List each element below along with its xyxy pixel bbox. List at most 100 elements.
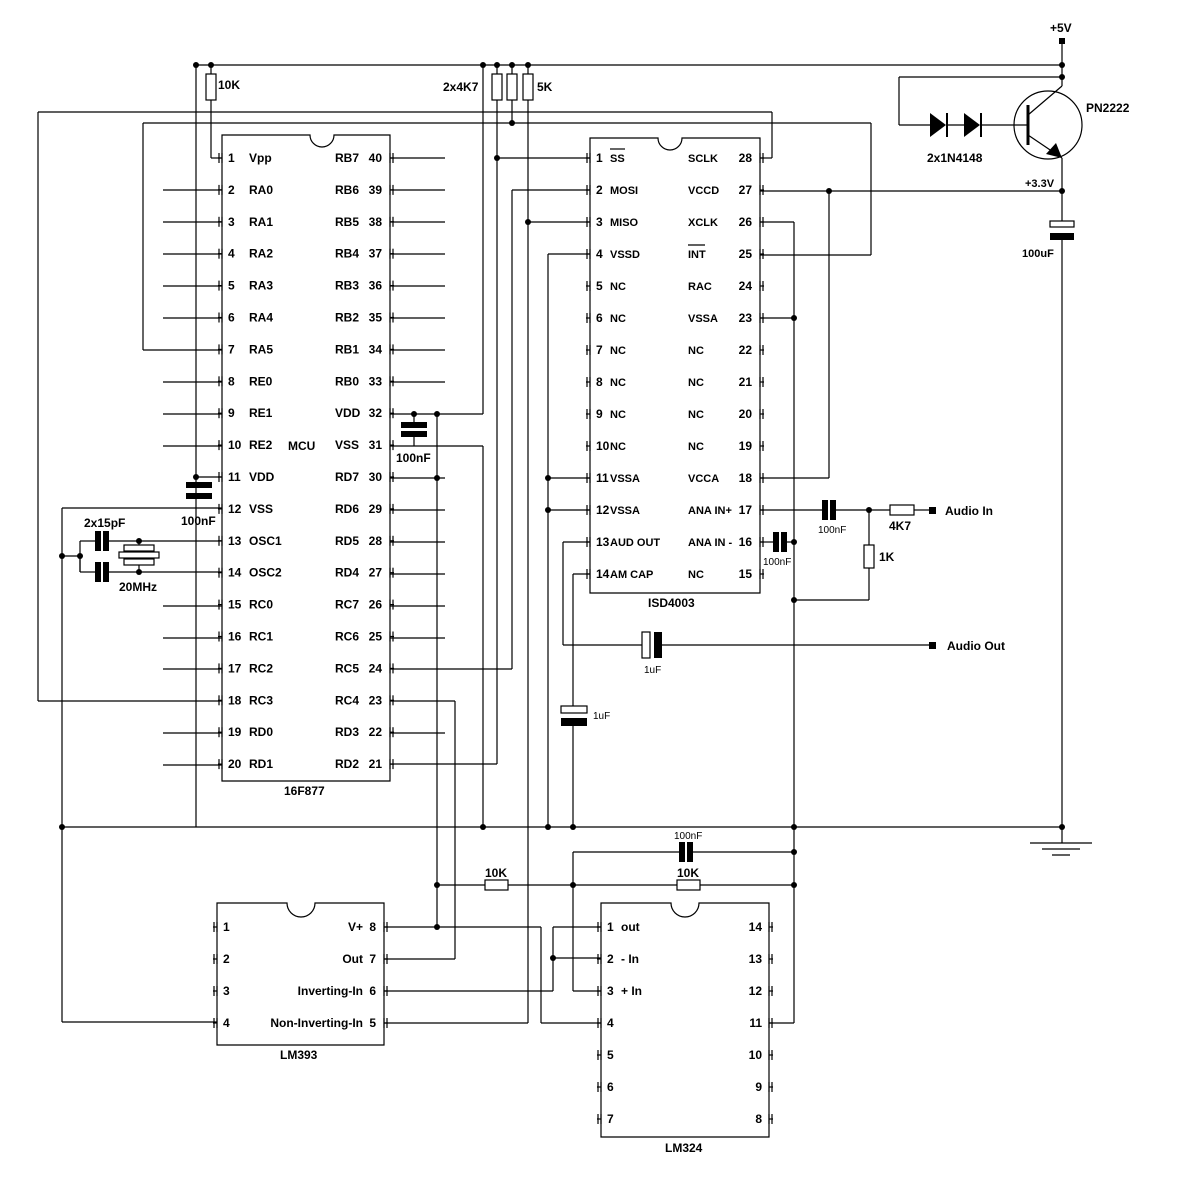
mcu-pin-2-name: RA0 xyxy=(249,183,273,197)
mcu-pin-23-number: 23 xyxy=(369,693,383,707)
mcu-pin-21-number: 21 xyxy=(369,757,383,771)
junction-dot xyxy=(193,474,199,480)
junction-dot xyxy=(193,62,199,68)
isd-pin-16-name: ANA IN - xyxy=(688,537,733,549)
mcu-pin-4-name: RA2 xyxy=(249,247,273,261)
capacitor-ana-in-plus: 100nF xyxy=(818,500,846,536)
lm393-pin-5-name: Non-Inverting-In xyxy=(270,1016,363,1030)
bulk-capacitor-label: 100uF xyxy=(1022,248,1054,260)
mcu-pin-11-number: 11 xyxy=(228,470,241,484)
mcu-pin-36-number: 36 xyxy=(369,279,383,293)
junctions xyxy=(59,62,1065,961)
mcu-pin-28-number: 28 xyxy=(369,534,383,548)
lm393-pin-8-number: 8 xyxy=(369,920,376,934)
mcu-pin-26-number: 26 xyxy=(369,598,383,612)
mcu-pin-7-name: RA5 xyxy=(249,342,273,356)
junction-dot xyxy=(791,824,797,830)
junction-dot xyxy=(509,120,515,126)
lm393-pin-2-number: 2 xyxy=(223,952,230,966)
mcu-pin-13-name: OSC1 xyxy=(249,534,282,548)
junction-dot xyxy=(791,539,797,545)
mcu-pin-17-number: 17 xyxy=(228,661,242,675)
isd-pin-12-name: VSSA xyxy=(610,505,640,517)
isd-pin-14-number: 14 xyxy=(596,567,610,581)
isd-pin-11-name: VSSA xyxy=(610,473,640,485)
junction-dot xyxy=(136,538,142,544)
isd-pin-15-number: 15 xyxy=(739,567,753,581)
mcu-pin-32-number: 32 xyxy=(369,406,383,420)
isd-pin-22-name: NC xyxy=(688,345,704,357)
isd-pin-27-number: 27 xyxy=(739,183,753,197)
junction-dot xyxy=(525,219,531,225)
capacitor-mcu-vdd2: 100nF xyxy=(396,422,431,465)
capacitor-am-cap: 1uF xyxy=(560,705,610,726)
isd-pin-27-name: VCCD xyxy=(688,185,719,197)
isd-pin-13-name: AUD OUT xyxy=(610,537,660,549)
resistor-10k-vpp-label: 10K xyxy=(218,78,240,92)
isd-pin-20-name: NC xyxy=(688,409,704,421)
resistor-1k: 1K xyxy=(863,544,895,569)
mcu-pin-1-number: 1 xyxy=(228,151,235,165)
junction-dot xyxy=(1059,188,1065,194)
resistor-10k-vpp: 10K xyxy=(205,73,240,101)
lm324-pin-3-number: 3 xyxy=(607,984,614,998)
isd-pin-23-name: VSSA xyxy=(688,313,718,325)
junction-dot xyxy=(494,62,500,68)
mcu-pin-2-number: 2 xyxy=(228,183,235,197)
mcu-pin-12-name: VSS xyxy=(249,502,273,516)
mcu-pin-32-name: VDD xyxy=(335,406,361,420)
resistor-10k-b-label: 10K xyxy=(677,866,699,880)
lm324-pin-10-number: 10 xyxy=(749,1048,763,1062)
isd-pin-9-number: 9 xyxy=(596,407,603,421)
isd-pin-5-name: NC xyxy=(610,281,626,293)
diodes-2x1n4148: 2x1N4148 xyxy=(927,113,983,165)
capacitor-opamp: 100nF xyxy=(674,831,702,862)
resistor-audio-in-label: 4K7 xyxy=(889,519,911,533)
junction-dot xyxy=(791,882,797,888)
resistor-10k-a-label: 10K xyxy=(485,866,507,880)
mcu-pin-14-number: 14 xyxy=(228,566,242,580)
junction-dot xyxy=(480,62,486,68)
isd-pin-3-name: MISO xyxy=(610,217,639,229)
mcu-pin-10-number: 10 xyxy=(228,438,242,452)
mcu-pin-22-name: RD3 xyxy=(335,725,359,739)
isd-pin-4-number: 4 xyxy=(596,247,603,261)
isd-pin-18-name: VCCA xyxy=(688,473,719,485)
isd-pin-21-number: 21 xyxy=(739,375,753,389)
lm324-pin-12-number: 12 xyxy=(749,984,763,998)
mcu-part-label: 16F877 xyxy=(284,784,325,798)
lm324-pin-4-number: 4 xyxy=(607,1016,614,1030)
transistor-pn2222: PN2222 xyxy=(1013,85,1130,160)
mcu-pin-1-name: Vpp xyxy=(249,151,272,165)
mcu-pin-3-name: RA1 xyxy=(249,215,273,229)
diodes-label: 2x1N4148 xyxy=(927,151,983,165)
mcu-pin-22-number: 22 xyxy=(369,725,383,739)
junction-dot xyxy=(136,569,142,575)
junction-dot xyxy=(434,924,440,930)
isd-pin-5-number: 5 xyxy=(596,279,603,293)
lm393-pin-7-number: 7 xyxy=(369,952,376,966)
mcu-pin-18-number: 18 xyxy=(228,693,242,707)
mcu-pin-6-name: RA4 xyxy=(249,311,273,325)
isd-pin-13-number: 13 xyxy=(596,535,610,549)
mcu-pin-40-number: 40 xyxy=(369,151,383,165)
mcu-pin-40-name: RB7 xyxy=(335,151,359,165)
isd-pin-22-number: 22 xyxy=(739,343,753,357)
mcu-pin-33-name: RB0 xyxy=(335,374,359,388)
resistor-10k-b: 10K xyxy=(676,866,701,891)
mcu-pin-5-number: 5 xyxy=(228,279,235,293)
audio-out-port: Audio Out xyxy=(929,639,1005,653)
mcu-pin-27-name: RD4 xyxy=(335,566,359,580)
isd-pin-7-number: 7 xyxy=(596,343,603,357)
capacitor-ana-in-minus: 100nF xyxy=(763,532,791,568)
mcu-pin-14-name: OSC2 xyxy=(249,566,282,580)
isd-pin-24-number: 24 xyxy=(739,279,753,293)
lm324-pin-11-number: 11 xyxy=(749,1016,762,1030)
mcu-pin-25-number: 25 xyxy=(369,630,383,644)
capacitor-opamp-label: 100nF xyxy=(674,831,702,842)
mcu-pin-20-name: RD1 xyxy=(249,757,273,771)
junction-dot xyxy=(411,411,417,417)
isd-pin-17-number: 17 xyxy=(739,503,753,517)
